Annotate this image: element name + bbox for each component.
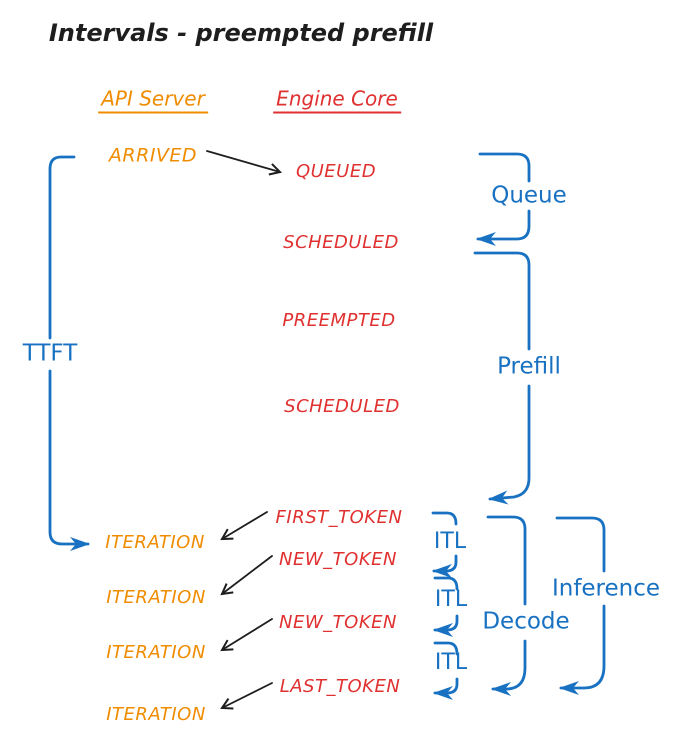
interval-label-decode: Decode	[482, 608, 570, 635]
event-iteration-2: ITERATION	[106, 587, 206, 608]
column-header-api-server: API Server	[98, 89, 208, 114]
itl-1-bracket	[431, 511, 458, 578]
interval-label-itl-1: ITL	[433, 529, 467, 554]
event-new-token-2: NEW_TOKEN	[279, 612, 397, 633]
queue-bracket	[476, 152, 531, 246]
interval-label-ttft: TTFT	[22, 340, 78, 367]
interval-label-itl-2: ITL	[434, 587, 468, 612]
arrow-new-token-2-to-iteration	[222, 618, 273, 650]
interval-label-queue: Queue	[491, 182, 567, 209]
event-scheduled-2: SCHEDULED	[284, 396, 400, 417]
event-first-token: FIRST_TOKEN	[275, 507, 403, 528]
arrow-arrived-to-queued	[206, 150, 280, 172]
page-title: Intervals - preempted prefill	[48, 19, 434, 47]
itl-3-bracket	[433, 641, 459, 700]
ttft-bracket	[48, 155, 90, 551]
event-iteration-3: ITERATION	[106, 642, 206, 663]
arrow-first-token-to-iteration	[222, 511, 268, 539]
event-scheduled-1: SCHEDULED	[283, 232, 399, 253]
interval-label-prefill: Prefill	[497, 353, 561, 380]
column-header-engine-core: Engine Core	[273, 89, 401, 114]
event-arrived: ARRIVED	[108, 144, 198, 167]
itl-2-bracket	[433, 576, 459, 637]
interval-label-itl-3: ITL	[434, 650, 468, 675]
event-preempted: PREEMPTED	[282, 310, 396, 331]
prefill-bracket	[473, 251, 531, 505]
event-iteration-1: ITERATION	[105, 532, 205, 553]
interval-label-inference: Inference	[551, 575, 661, 602]
event-new-token-1: NEW_TOKEN	[279, 549, 397, 570]
decode-bracket	[486, 515, 527, 696]
arrow-last-token-to-iteration	[222, 682, 273, 708]
arrow-new-token-1-to-iteration	[222, 555, 273, 594]
event-last-token: LAST_TOKEN	[279, 676, 401, 697]
event-queued: QUEUED	[295, 161, 377, 182]
event-iteration-4: ITERATION	[106, 704, 206, 725]
inference-bracket	[555, 516, 606, 695]
